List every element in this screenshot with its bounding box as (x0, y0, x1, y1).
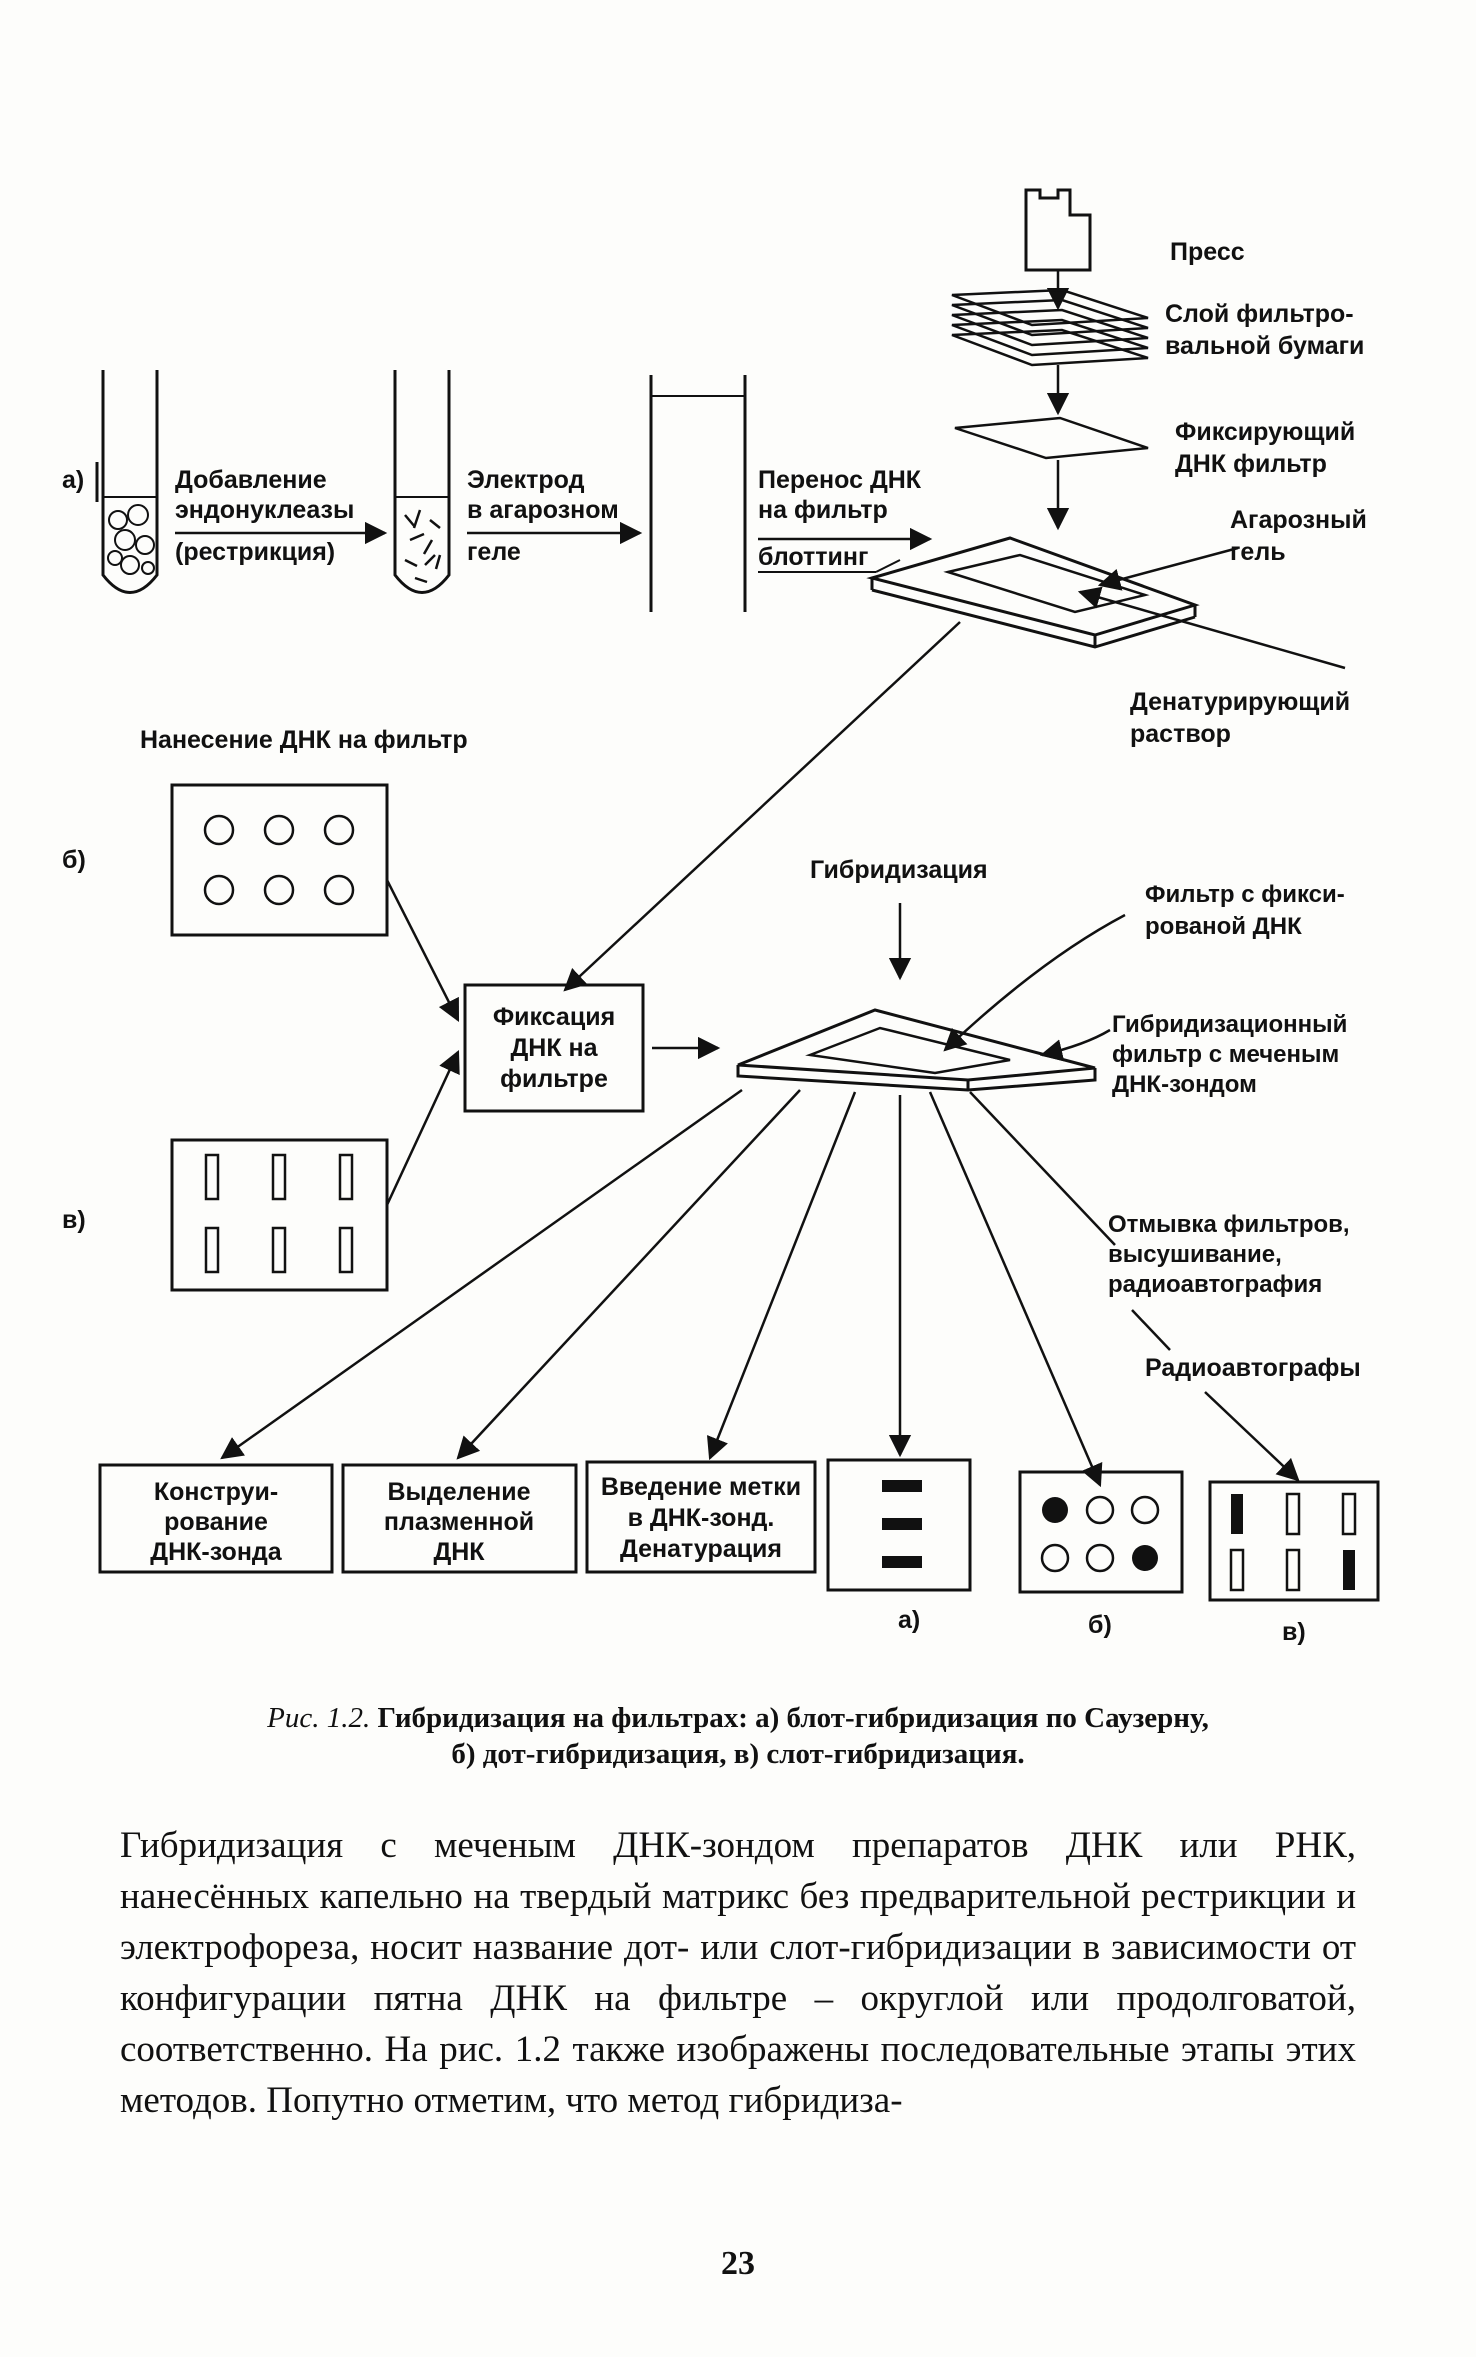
test-tube-2 (393, 370, 451, 594)
probe-design-line3: ДНК-зонда (150, 1538, 282, 1566)
slot-blot-result (1208, 1480, 1380, 1602)
electrode-line2: в агарозном (467, 496, 619, 524)
add-endonuclease-line3: (рестрикция) (175, 538, 335, 566)
hyb-filter-line2: фильтр с меченым (1112, 1041, 1339, 1068)
gel-column (649, 375, 747, 612)
add-endonuclease-line1: Добавление (175, 466, 327, 494)
body-paragraph: Гибридизация с меченым ДНК-зондом препар… (120, 1825, 1356, 2121)
plasmid-line3: ДНК (433, 1538, 485, 1566)
hyb-filter-line3: ДНК-зондом (1112, 1071, 1257, 1098)
test-tube-1 (101, 370, 159, 594)
autoradiographs-label: Радиоавтографы (1145, 1354, 1361, 1382)
figure-diagram: а) Добавление эндонуклеазы (рестрикция) … (62, 188, 1380, 1646)
apply-dna-label: Нанесение ДНК на фильтр (140, 726, 468, 754)
label-line1: Введение метки (601, 1473, 801, 1501)
transfer-line1: Перенос ДНК (758, 466, 922, 494)
fixation-box (463, 983, 645, 1113)
label-line2: в ДНК-зонд. (628, 1504, 775, 1532)
fixing-filter-line2: ДНК фильтр (1175, 450, 1327, 478)
fixing-filter-line1: Фиксирующий (1175, 418, 1355, 446)
denaturing-line2: раствор (1130, 720, 1231, 748)
caption-line2: б) дот-гибридизация, в) слот-гибридизаци… (451, 1738, 1025, 1770)
wash-line1: Отмывка фильтров, (1108, 1211, 1350, 1238)
slot-filter-card (170, 1138, 389, 1292)
paper-layer-line2: вальной бумаги (1165, 332, 1364, 360)
dot-blot-result (1018, 1470, 1184, 1594)
agarose-gel-line2: гель (1230, 538, 1286, 566)
probe-design-line1: Конструи- (154, 1478, 278, 1506)
fixation-line1: Фиксация (493, 1003, 615, 1031)
paper-layer-line1: Слой фильтро- (1165, 300, 1354, 328)
caption-line1: Гибридизация на фильтрах: а) блот-гибрид… (377, 1702, 1209, 1734)
result-v-label: в) (1282, 1618, 1306, 1646)
plasmid-line1: Выделение (387, 1478, 530, 1506)
add-endonuclease-line2: эндонуклеазы (175, 496, 354, 524)
fixed-filter-line2: рованой ДНК (1145, 913, 1302, 940)
label-line3: Денатурация (620, 1535, 782, 1563)
blotting-assembly (866, 536, 1200, 649)
page-number: 23 (721, 2245, 755, 2282)
electrode-line3: геле (467, 538, 521, 566)
fixing-filter (954, 416, 1149, 460)
figure-caption: Рис. 1.2. Гибридизация на фильтрах: а) б… (150, 1700, 1326, 1772)
hybridization-label: Гибридизация (810, 856, 988, 884)
transfer-line3: блоттинг (758, 543, 868, 571)
step-v-marker: в) (62, 1206, 86, 1234)
plasmid-box (341, 1463, 578, 1574)
label-probe-box (585, 1460, 817, 1574)
dot-filter-card (170, 783, 389, 937)
electrode-line1: Электрод (467, 466, 585, 494)
step-b-marker: б) (62, 846, 86, 874)
fixed-filter-line1: Фильтр с фикси- (1145, 881, 1345, 908)
press-weight-icon (1024, 188, 1092, 272)
probe-design-line2: рование (164, 1508, 268, 1536)
fixation-line3: фильтре (500, 1065, 608, 1093)
agarose-gel-line1: Агарозный (1230, 506, 1367, 534)
hyb-filter-line1: Гибридизационный (1112, 1011, 1347, 1038)
hybridization-filter (736, 1008, 1097, 1092)
southern-blot-result (826, 1458, 972, 1592)
fixation-line2: ДНК на (510, 1034, 598, 1062)
press-label: Пресс (1170, 238, 1245, 266)
transfer-line2: на фильтр (758, 496, 888, 524)
filter-paper-stack (951, 288, 1149, 367)
wash-line2: высушивание, (1108, 1241, 1282, 1268)
result-b-label: б) (1088, 1611, 1112, 1639)
denaturing-line1: Денатурирующий (1130, 688, 1350, 716)
probe-design-box (98, 1463, 334, 1574)
result-a-label: а) (898, 1606, 920, 1634)
wash-line3: радиоавтография (1108, 1271, 1322, 1298)
plasmid-line2: плазменной (384, 1508, 534, 1536)
caption-fig-num: Рис. 1.2. (267, 1702, 371, 1734)
step-a-marker: а) (62, 466, 84, 494)
